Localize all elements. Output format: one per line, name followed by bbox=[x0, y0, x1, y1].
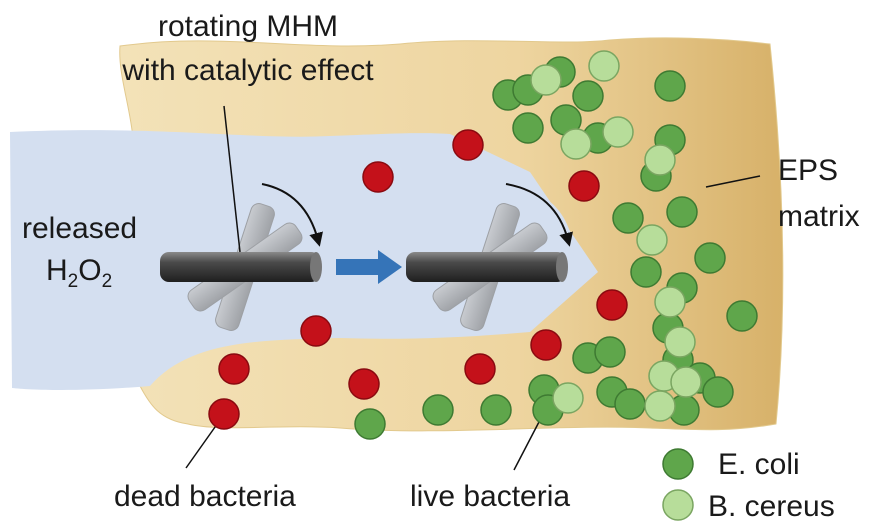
b-cereus-bacterium bbox=[644, 390, 676, 422]
e-coli-bacterium bbox=[666, 196, 698, 228]
dead-bacterium bbox=[362, 161, 394, 193]
b-cereus-bacterium bbox=[644, 144, 676, 176]
rotation-arrow-right bbox=[505, 183, 573, 247]
e-coli-bacterium bbox=[422, 394, 454, 426]
h2o2-label: H2O2 bbox=[46, 254, 112, 292]
e-coli-bacterium bbox=[572, 80, 604, 112]
dead-bacterium bbox=[208, 398, 240, 430]
released-label: released bbox=[22, 212, 137, 245]
e-coli-bacterium bbox=[354, 408, 386, 440]
e-coli-bacterium bbox=[654, 70, 686, 102]
b-cereus-bacterium bbox=[654, 286, 686, 318]
b-cereus-bacterium bbox=[664, 326, 696, 358]
legend-label-b-cereus: B. cereus bbox=[708, 490, 835, 523]
e-coli-bacterium bbox=[480, 394, 512, 426]
dead-bacterium bbox=[568, 170, 600, 202]
mhm-rod-right bbox=[406, 252, 568, 282]
b-cereus-bacterium bbox=[602, 116, 634, 148]
b-cereus-bacterium bbox=[530, 64, 562, 96]
eps-label-line2: matrix bbox=[778, 200, 860, 233]
b-cereus-bacterium bbox=[636, 224, 668, 256]
b-cereus-group bbox=[530, 50, 702, 422]
dead-bacteria-group bbox=[208, 129, 628, 430]
rotation-arrow-left bbox=[261, 183, 323, 247]
dead-bacterium bbox=[300, 315, 332, 347]
mhm-title-line2: with catalytic effect bbox=[121, 54, 374, 87]
b-cereus-bacterium bbox=[560, 128, 592, 160]
mhm-leader-line bbox=[223, 105, 241, 253]
b-cereus-bacterium bbox=[552, 382, 584, 414]
mhm-title-line1: rotating MHM bbox=[158, 10, 338, 43]
dead-bacterium bbox=[452, 129, 484, 161]
live-leader-line bbox=[513, 419, 541, 471]
e-coli-bacterium bbox=[726, 300, 758, 332]
dead-bacterium bbox=[596, 289, 628, 321]
dead-bacterium bbox=[530, 329, 562, 361]
legend-swatch-e-coli bbox=[662, 448, 694, 480]
e-coli-bacterium bbox=[512, 112, 544, 144]
e-coli-bacterium bbox=[702, 376, 734, 408]
e-coli-bacterium bbox=[614, 388, 646, 420]
legend-swatch-b-cereus bbox=[662, 489, 694, 521]
legend-label-e-coli: E. coli bbox=[718, 448, 800, 481]
dead-bacterium bbox=[464, 353, 496, 385]
b-cereus-bacterium bbox=[670, 366, 702, 398]
e-coli-bacterium bbox=[694, 242, 726, 274]
motion-arrow bbox=[336, 250, 402, 284]
b-cereus-bacterium bbox=[588, 50, 620, 82]
mhm-rod-left bbox=[160, 252, 322, 282]
legend: E. coli B. cereus bbox=[662, 448, 835, 523]
eps-leader-line bbox=[705, 175, 761, 188]
dead-bacterium bbox=[348, 368, 380, 400]
dead-leader-line bbox=[185, 419, 221, 469]
dead-bacterium bbox=[218, 353, 250, 385]
e-coli-bacterium bbox=[630, 256, 662, 288]
dead-bacteria-label: dead bacteria bbox=[114, 480, 296, 513]
e-coli-bacterium bbox=[594, 336, 626, 368]
e-coli-bacterium bbox=[612, 202, 644, 234]
eps-label-line1: EPS bbox=[778, 154, 838, 187]
live-bacteria-label: live bacteria bbox=[410, 480, 570, 513]
